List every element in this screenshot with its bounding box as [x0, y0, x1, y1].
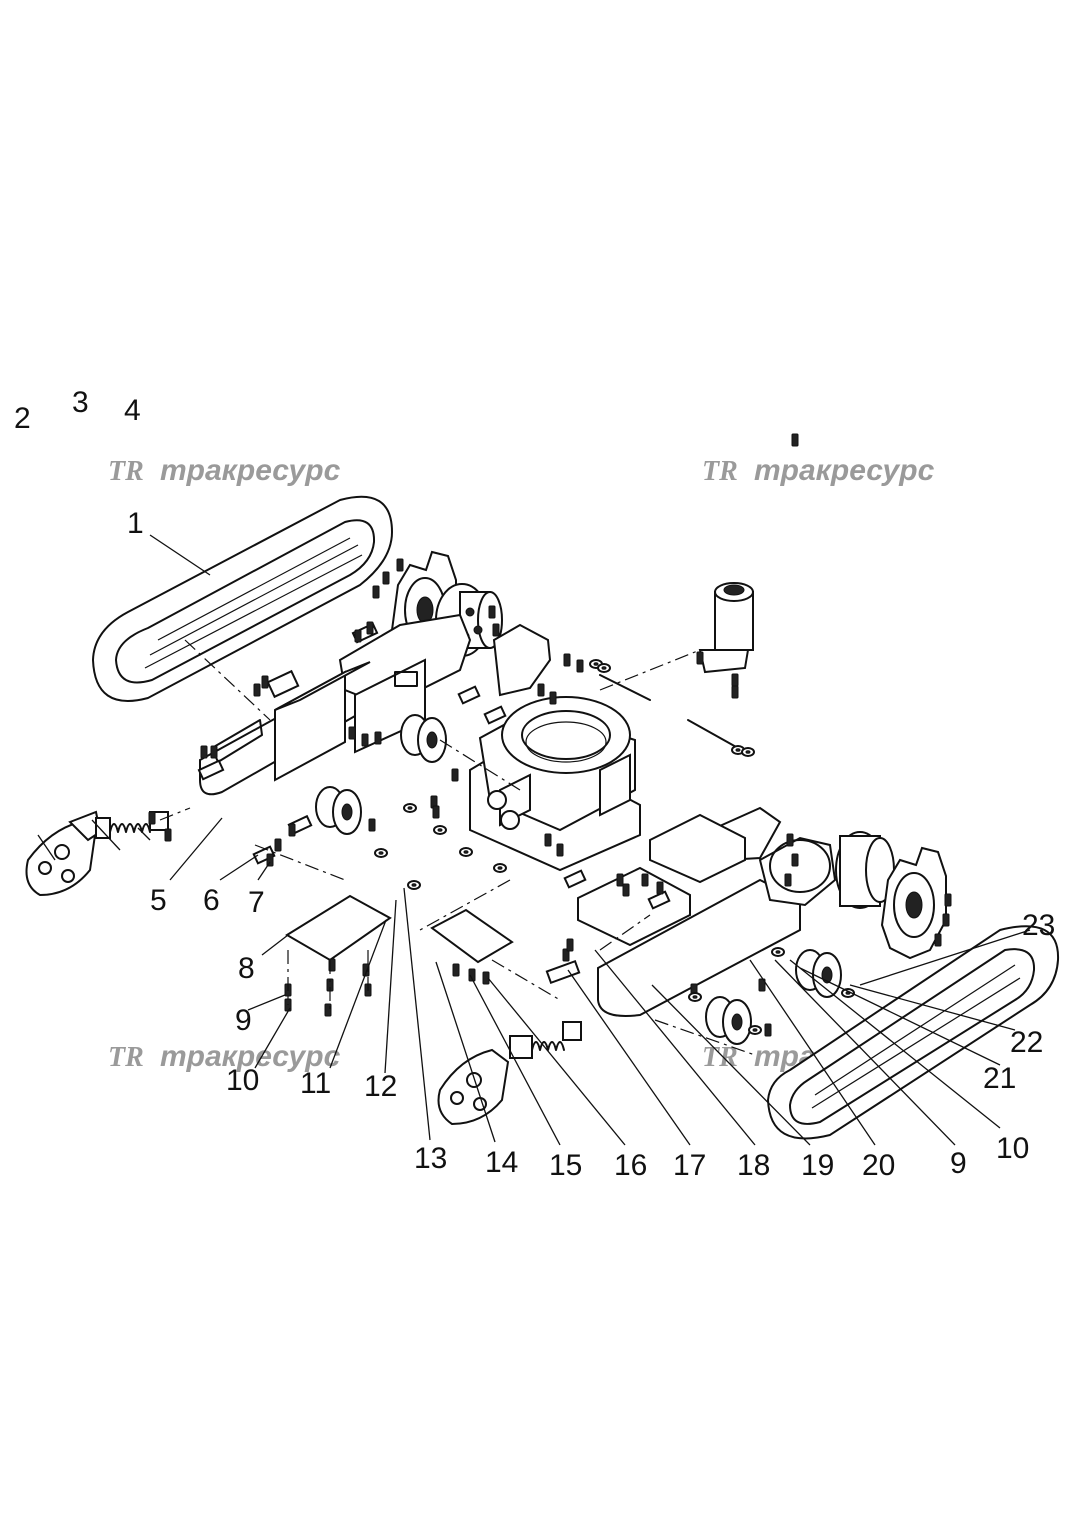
watermark-logo: TR — [108, 456, 144, 487]
assembly-axis-lines — [159, 639, 756, 1056]
callout-14: 14 — [485, 1146, 518, 1179]
callout-17: 17 — [673, 1149, 706, 1182]
callout-8: 8 — [238, 952, 255, 985]
left-track-frame — [199, 613, 472, 796]
rotary-joint — [698, 582, 754, 674]
callout-4: 4 — [124, 394, 141, 427]
callout-18: 18 — [737, 1149, 770, 1182]
callout-5: 5 — [150, 884, 167, 917]
right-bottom-roller-b — [795, 949, 842, 998]
left-bottom-roller-a — [315, 786, 362, 835]
left-tension-spring — [95, 811, 169, 839]
watermark-text: тракресурс — [160, 454, 341, 487]
callout-9-left: 9 — [235, 1004, 252, 1037]
watermark-text: тракресурс — [160, 1040, 341, 1073]
watermark-logo: TR — [702, 456, 738, 487]
callout-3: 3 — [72, 386, 89, 419]
left-rubber-track — [91, 495, 394, 702]
callout-15: 15 — [549, 1149, 582, 1182]
callout-9-right: 9 — [950, 1147, 967, 1180]
bottom-tension-spring — [509, 1021, 582, 1059]
callout-7: 7 — [248, 886, 265, 919]
watermark-logo: TR — [108, 1042, 144, 1073]
left-bottom-roller-b — [400, 714, 447, 763]
watermark-text: тракресурс — [754, 454, 935, 487]
watermark-top-right: TR тракресурс — [702, 454, 935, 487]
slide-plate — [430, 908, 514, 964]
long-bolt-left — [599, 674, 651, 701]
watermark-top-left: TR тракресурс — [108, 454, 341, 487]
callout-labels: 1 2 3 4 5 6 7 8 9 10 11 12 13 14 15 16 1… — [14, 386, 1055, 1182]
callout-23: 23 — [1022, 909, 1055, 942]
callout-12: 12 — [364, 1070, 397, 1103]
left-idler-wheel — [25, 810, 102, 897]
leader-lines — [37, 534, 1031, 1146]
long-bolt-right — [687, 719, 739, 749]
block-spacer — [545, 959, 581, 985]
guard-plate — [285, 894, 392, 962]
callout-2: 2 — [14, 402, 31, 435]
callout-21: 21 — [983, 1062, 1016, 1095]
watermark-bottom-left: TR тракресурс — [108, 1040, 341, 1073]
callout-20: 20 — [862, 1149, 895, 1182]
callout-10-right: 10 — [996, 1132, 1029, 1165]
callout-11: 11 — [300, 1067, 331, 1100]
callout-10-left: 10 — [226, 1064, 259, 1097]
motor-cover-plate — [492, 623, 552, 697]
callout-16: 16 — [614, 1149, 647, 1182]
right-rubber-track — [766, 925, 1060, 1140]
callout-6: 6 — [203, 884, 220, 917]
callout-19: 19 — [801, 1149, 834, 1182]
callout-13: 13 — [414, 1142, 447, 1175]
callout-22: 22 — [1010, 1026, 1043, 1059]
callout-1: 1 — [127, 507, 144, 540]
central-frame — [469, 696, 641, 872]
bottom-idler-wheel — [437, 1048, 510, 1126]
right-bottom-roller-a — [705, 996, 752, 1045]
